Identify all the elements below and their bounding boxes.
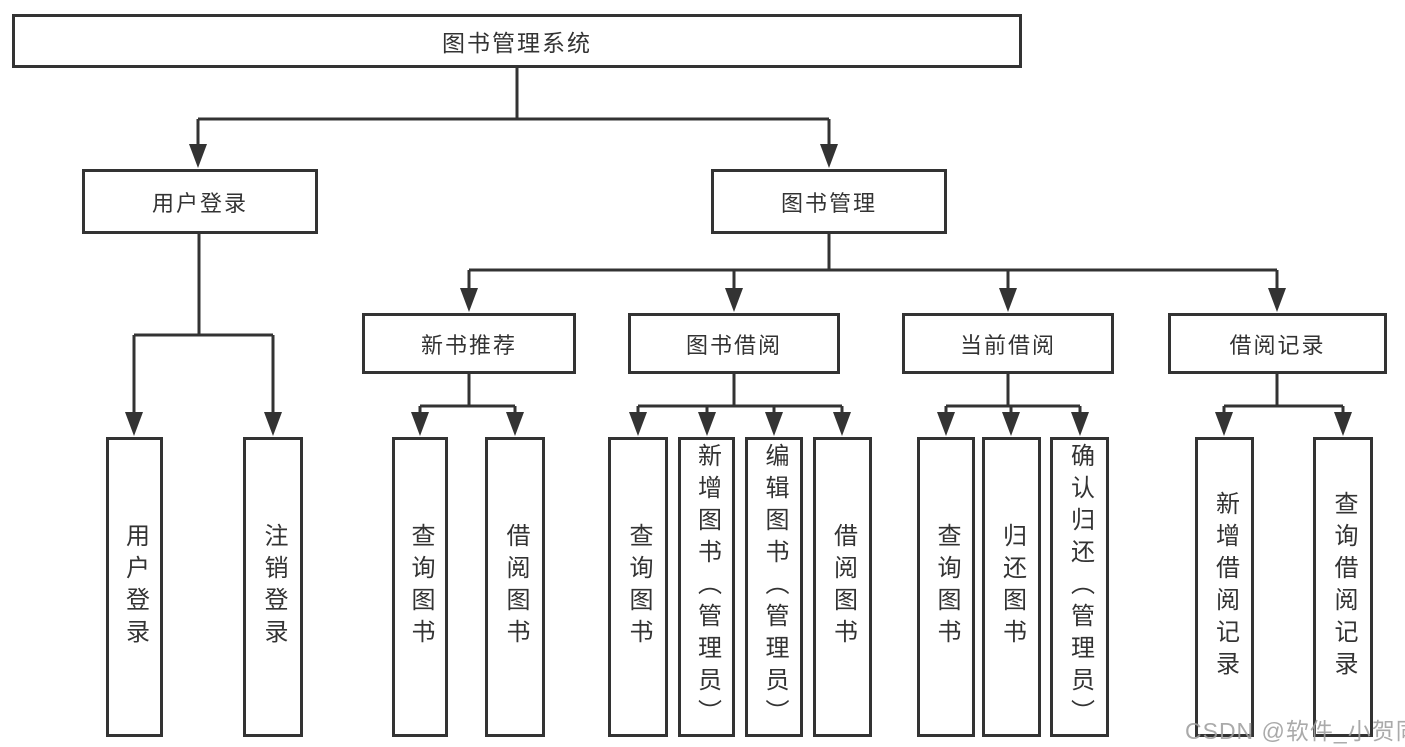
connector-records-to-children xyxy=(1222,374,1345,418)
node-current-confirm-return-admin: 确认归还（管理员） xyxy=(1050,437,1109,737)
connector-recommend-to-children xyxy=(418,374,517,418)
node-book-borrow: 图书借阅 xyxy=(628,313,840,374)
connector-root-to-level2 xyxy=(196,68,831,150)
node-book-mgmt: 图书管理 xyxy=(711,169,947,234)
node-user-login: 用户登录 xyxy=(82,169,318,234)
node-borrow-edit-books-admin: 编辑图书（管理员） xyxy=(745,437,803,737)
node-records-query-borrow-record: 查询借阅记录 xyxy=(1313,437,1373,737)
node-current-query-books: 查询图书 xyxy=(917,437,975,737)
csdn-watermark: CSDN @软件_小贺同学 xyxy=(1185,718,1405,744)
connector-current-to-children xyxy=(944,374,1082,418)
node-recommend-query-books: 查询图书 xyxy=(392,437,448,737)
node-root-system: 图书管理系统 xyxy=(12,14,1022,68)
node-records-add-borrow-record: 新增借阅记录 xyxy=(1195,437,1254,737)
node-borrow-add-books-admin: 新增图书（管理员） xyxy=(678,437,735,737)
arrowheads xyxy=(125,144,1352,436)
node-borrow-borrow-books: 借阅图书 xyxy=(813,437,872,737)
node-current-borrow: 当前借阅 xyxy=(902,313,1114,374)
node-login-logout: 注销登录 xyxy=(243,437,303,737)
connector-mgmt-to-sections xyxy=(467,234,1279,294)
node-login-user-login: 用户登录 xyxy=(106,437,163,737)
node-recommend-borrow-books: 借阅图书 xyxy=(485,437,545,737)
node-borrow-records: 借阅记录 xyxy=(1168,313,1387,374)
node-new-book-recommend: 新书推荐 xyxy=(362,313,576,374)
node-borrow-query-books: 查询图书 xyxy=(608,437,668,737)
connector-login-to-children xyxy=(132,234,275,418)
connector-borrow-to-children xyxy=(636,374,844,418)
node-current-return-books: 归还图书 xyxy=(982,437,1041,737)
